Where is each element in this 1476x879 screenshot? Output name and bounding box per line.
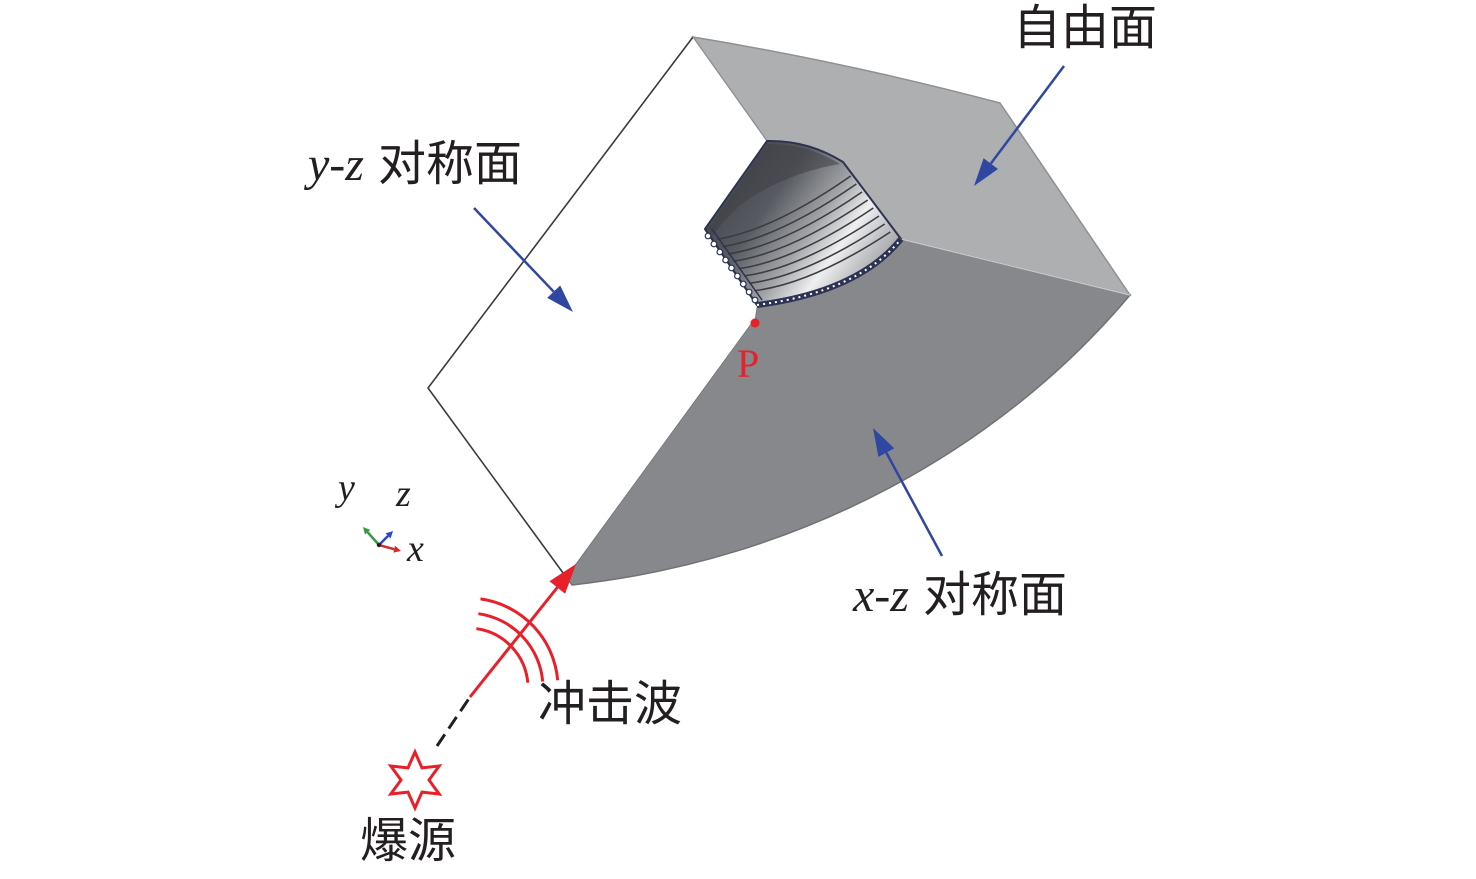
tunnel-lining-stripe <box>727 191 863 255</box>
point-p-marker: P <box>737 318 760 386</box>
arrow-shaft <box>989 65 1065 165</box>
tunnel-lining-stripe <box>722 183 857 248</box>
tunnel-lining-stripes <box>717 175 891 292</box>
y-axis-label: y <box>334 467 355 509</box>
shock-wave-arc <box>476 627 530 683</box>
tunnel-ceiling-shadow <box>708 143 840 236</box>
annotation-arrows <box>473 65 1065 557</box>
tunnel-lining-stripe <box>733 199 869 263</box>
lining-joint-marker <box>722 256 729 264</box>
lining-joint-marker <box>716 248 724 256</box>
point-p-dot <box>750 318 760 328</box>
tunnel-lining-stripe <box>717 175 852 241</box>
axes-origin <box>376 542 382 548</box>
shock-wave-arcs-icon <box>476 597 560 683</box>
shock-wave-label: 冲击波 <box>538 678 682 731</box>
xyz-axes-icon <box>363 527 401 553</box>
shock-wave-arc <box>480 597 560 681</box>
z-axis-arrow <box>378 531 393 546</box>
shock-path-dashed-lead <box>435 696 472 747</box>
y-axis-arrow <box>363 527 380 546</box>
arrow-head <box>873 428 895 457</box>
arrow-head <box>547 285 573 312</box>
z-axis-label: z <box>395 473 411 515</box>
tunnel-left-wall <box>704 228 763 306</box>
arrow-shaft <box>468 586 559 698</box>
lining-joint-marker <box>734 272 741 280</box>
tunnel-lining-stripe <box>738 207 874 270</box>
lining-joint-marker <box>739 280 747 288</box>
arrow-shaft <box>885 452 944 557</box>
shock-wave-arc <box>478 612 545 682</box>
explosion-source-label: 爆源 <box>360 815 456 868</box>
lining-joint-marker <box>728 264 735 272</box>
point-p-label: P <box>737 341 759 386</box>
tunnel-bottom-lining <box>756 237 904 308</box>
arrow-head <box>974 158 998 186</box>
yz-face-outline <box>427 36 694 578</box>
yz-plane-arrow <box>473 207 573 312</box>
face-edge-free-xz <box>900 238 1131 296</box>
tunnel-lining-stripe <box>754 231 891 292</box>
lining-joint-marker <box>710 240 718 248</box>
lining-joint-marker <box>751 296 759 304</box>
arrow-head <box>549 564 576 594</box>
shock-wave-arrow <box>468 564 576 698</box>
tunnel-opening <box>703 139 904 308</box>
arrow-shaft <box>473 207 555 293</box>
explosion-star-icon <box>387 748 443 812</box>
x-axis-label: x <box>406 528 424 570</box>
lining-joint-marker <box>704 232 712 240</box>
free-surface-label: 自由面 <box>1013 2 1157 55</box>
free-surface-arrow <box>974 65 1065 186</box>
x-axis-arrow <box>378 543 401 553</box>
xz-plane-arrow <box>873 428 944 557</box>
wall-inner-edge <box>711 228 763 301</box>
tunnel-lining-stripe <box>743 215 880 277</box>
lining-joint-marker <box>745 288 753 296</box>
face-edge-yz-free <box>692 36 768 142</box>
tunnel-lining-stripe <box>749 223 886 285</box>
rock-mass-model <box>427 35 1132 586</box>
yz-symmetry-face <box>428 37 767 577</box>
